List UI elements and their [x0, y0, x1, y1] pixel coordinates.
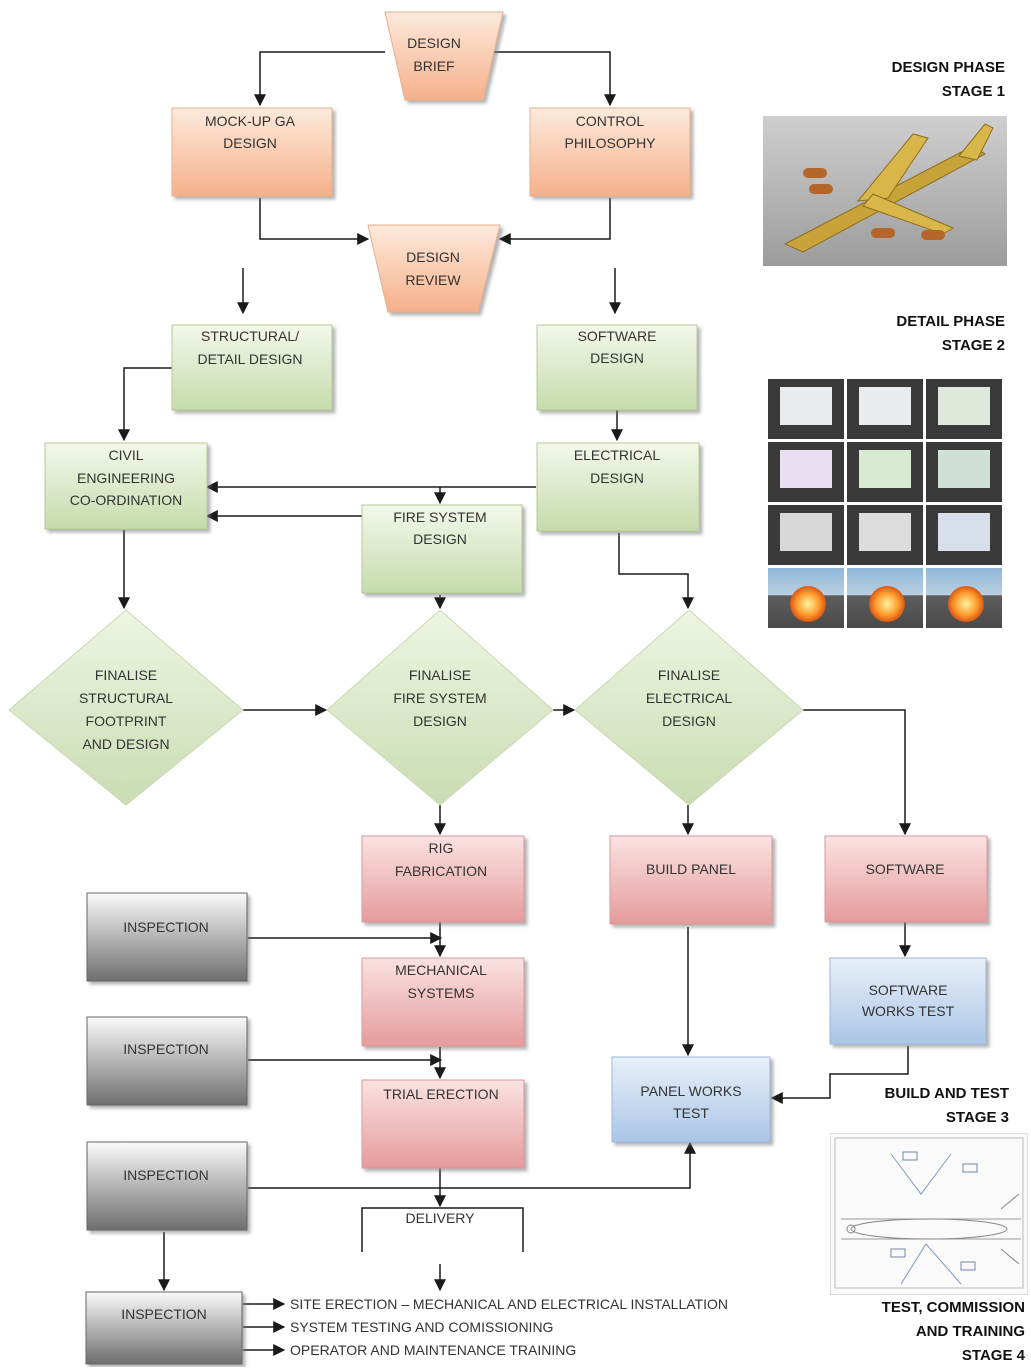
- inspection-box: INSPECTION: [86, 1141, 248, 1231]
- hmi-screen-thumbnail: [926, 379, 1002, 439]
- stage4-phase-line2: AND TRAINING: [915, 1323, 1025, 1340]
- stage4-number: STAGE 4: [961, 1347, 1025, 1364]
- hmi-screen-thumbnail: [847, 379, 923, 439]
- stage2-number: STAGE 2: [941, 337, 1005, 354]
- inspection-box: INSPECTION: [85, 1291, 243, 1365]
- fire-test-photo: [926, 568, 1002, 628]
- final-step-operator-training: OPERATOR AND MAINTENANCE TRAINING: [290, 1342, 576, 1358]
- stage4-label: TEST, COMMISSION AND TRAINING STAGE 4: [882, 1296, 1025, 1368]
- hmi-screen-thumbnail: [847, 442, 923, 502]
- svg-text:STRUCTURAL/DETAIL DESIGN: STRUCTURAL/DETAIL DESIGN: [197, 328, 302, 367]
- hmi-screen-thumbnail: [768, 442, 844, 502]
- svg-text:INSPECTION: INSPECTION: [123, 1041, 209, 1057]
- final-step-system-testing: SYSTEM TESTING AND COMISSIONING: [290, 1319, 553, 1335]
- software-box: SOFTWARE: [824, 835, 988, 923]
- svg-text:INSPECTION: INSPECTION: [123, 1167, 209, 1183]
- stage2-phase: DETAIL PHASE: [896, 313, 1005, 330]
- stage1-phase: DESIGN PHASE: [891, 59, 1005, 76]
- hmi-screen-thumbnail: [768, 505, 844, 565]
- stage3-number: STAGE 3: [945, 1109, 1009, 1126]
- aircraft-icon: [783, 123, 994, 253]
- stage2-label: DETAIL PHASE STAGE 2: [896, 310, 1005, 358]
- svg-text:INSPECTION: INSPECTION: [123, 919, 209, 935]
- delivery-label: DELIVERY: [406, 1210, 476, 1226]
- aircraft-model-image: [763, 116, 1007, 266]
- hmi-screen-thumbnail: [847, 505, 923, 565]
- stage1-label: DESIGN PHASE STAGE 1: [892, 56, 1005, 104]
- inspection-box: INSPECTION: [86, 1016, 248, 1106]
- final-step-site-erection: SITE ERECTION – MECHANICAL AND ELECTRICA…: [290, 1296, 728, 1312]
- stage3-phase: BUILD AND TEST: [884, 1085, 1009, 1102]
- svg-text:TRIAL ERECTION: TRIAL ERECTION: [383, 1086, 498, 1102]
- svg-text:INSPECTION: INSPECTION: [121, 1306, 207, 1322]
- trial-erection-box: TRIAL ERECTION: [361, 1079, 525, 1169]
- fire-test-photo: [768, 568, 844, 628]
- svg-text:SOFTWARE: SOFTWARE: [866, 861, 945, 877]
- structural-detail-design-box: STRUCTURAL/DETAIL DESIGN: [171, 324, 333, 411]
- hmi-screen-thumbnail: [926, 505, 1002, 565]
- stage4-phase-line1: TEST, COMMISSION: [881, 1299, 1025, 1316]
- fire-test-photo: [847, 568, 923, 628]
- svg-text:BUILD PANEL: BUILD PANEL: [646, 861, 736, 877]
- layout-plan-icon: [834, 1137, 1024, 1289]
- hmi-screen-thumbnail: [768, 379, 844, 439]
- connector-lines: [118, 51, 911, 1356]
- site-layout-drawing: [830, 1133, 1028, 1295]
- inspection-box: INSPECTION: [86, 892, 248, 982]
- hmi-screen-thumbnail: [926, 442, 1002, 502]
- stage3-label: BUILD AND TEST STAGE 3: [885, 1082, 1009, 1130]
- hmi-screens-collage: [768, 379, 1002, 628]
- stage1-number: STAGE 1: [941, 83, 1005, 100]
- build-panel-box: BUILD PANEL: [609, 835, 773, 925]
